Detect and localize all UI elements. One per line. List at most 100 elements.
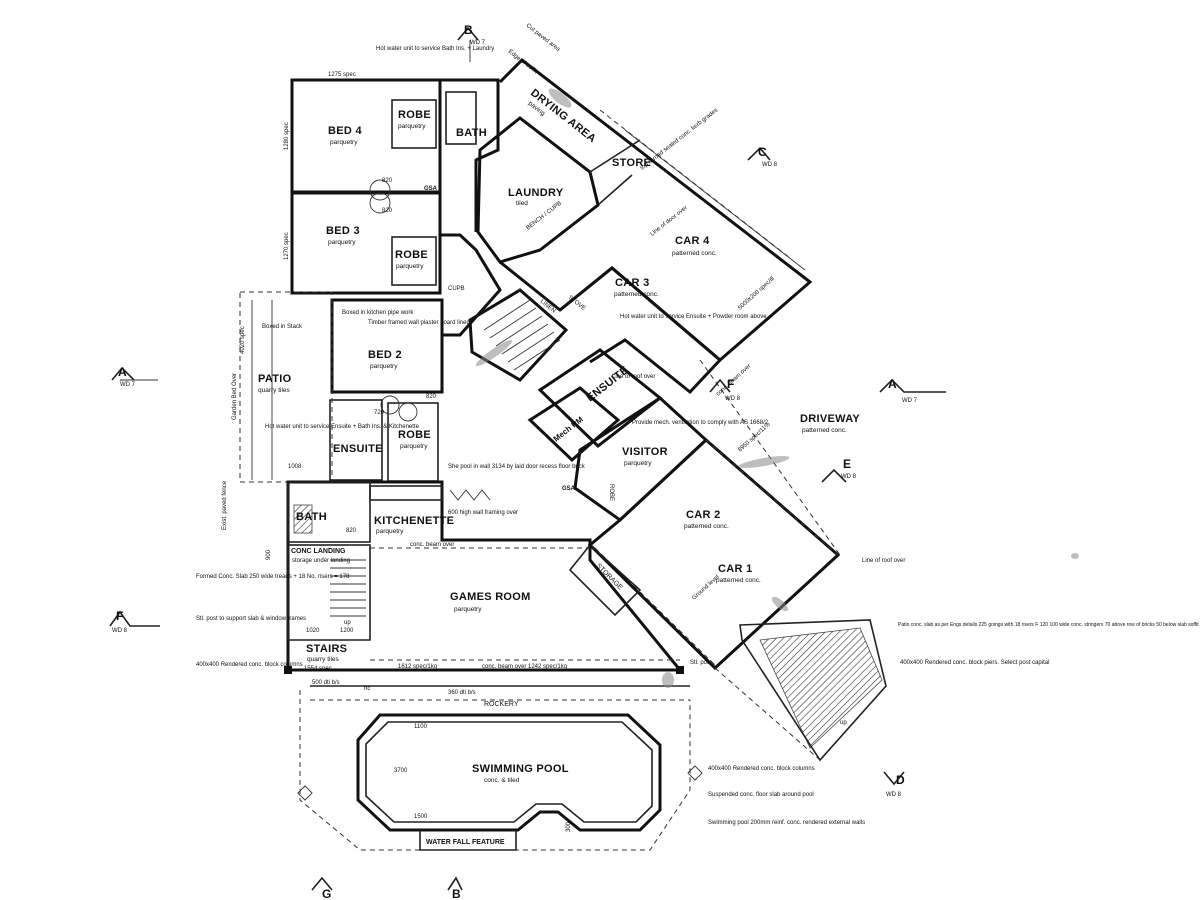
room-laundry-finish: tiled [516, 200, 528, 207]
room-car1: CAR 1 [718, 563, 753, 575]
room-bed3: BED 3 [326, 225, 360, 237]
note-line-roof: Line of roof over [862, 558, 905, 564]
room-drying: DRYING AREA [528, 87, 598, 145]
note-pool-spec: Swimming pool 200mm reinf. conc. rendere… [708, 820, 865, 826]
laundry-walls [476, 116, 600, 264]
note-cut-paved: Cut paved area [525, 23, 562, 53]
dim-rockery: 360 dti b/s [448, 690, 476, 696]
room-stairs: STAIRS [306, 643, 347, 655]
storage-walls [568, 543, 642, 617]
note-driveway: top & road sealed conc. kerb grades [640, 107, 720, 171]
room-driveway-finish: patterned conc. [802, 427, 847, 434]
dim-games1: 1612 spec/1kg [398, 664, 437, 670]
dim-bed4: 1280 spec [284, 122, 290, 150]
section-f-mid-ref: WD 8 [725, 396, 741, 402]
room-bed4-finish: parquetry [330, 139, 358, 146]
room-pool-finish: conc. & tiled [484, 777, 520, 784]
dim-820a: 820 [382, 178, 393, 184]
section-a-left-ref: WD 7 [120, 382, 136, 388]
dim-1020: 1020 [306, 628, 320, 634]
dim-820c: 820 [426, 394, 437, 400]
note-gas2: GSA [562, 486, 576, 492]
dim-bed3: 1270 spec [284, 232, 290, 260]
dim-pool2: 1500 [414, 814, 428, 820]
room-stove: STOVE [567, 295, 587, 312]
room-robe2: ROBE [395, 249, 428, 261]
note-conc-beam: conc. beam over [410, 542, 454, 548]
dim-up2: up [840, 720, 847, 726]
dim-hc: hc [364, 686, 370, 692]
note-conc-beam2: conc. beam over [482, 664, 526, 670]
room-car2: CAR 2 [686, 509, 721, 521]
room-patio: PATIO [258, 373, 292, 385]
note-columns-pool: 400x400 Rendered conc. block columns [708, 766, 815, 772]
room-games: GAMES ROOM [450, 591, 531, 603]
room-robe2-finish: parquetry [396, 263, 424, 270]
room-bed3-finish: parquetry [328, 239, 356, 246]
note-stair-spec: Patio conc. slab as per Engs details 225… [898, 622, 1199, 628]
room-mechrm: Mech RM [552, 415, 585, 444]
dim-top: 1275 spec [328, 72, 356, 78]
room-conc-landing: CONC LANDING [291, 548, 346, 555]
car3-walls [559, 266, 723, 395]
dim-up: up [344, 620, 351, 626]
note-ground-level: Ground level [691, 574, 720, 601]
note-stl-post: Stl. post [690, 660, 712, 666]
dim-car4: 5000x200 spec/ill [737, 276, 775, 311]
room-stairs-finish: quarry tiles [307, 656, 340, 663]
room-bench: BENCH / CUPB [526, 201, 563, 232]
dim-720: 720 [374, 410, 385, 416]
room-cupb: CUPB [448, 286, 465, 292]
note-columns-left: 400x400 Rendered conc. block columns [196, 662, 303, 668]
note-she-pool: She pool in wall 3134 by laid door reces… [448, 464, 586, 470]
room-car4: CAR 4 [675, 235, 710, 247]
section-markers [109, 26, 946, 891]
stair-hatch [759, 627, 883, 749]
section-e: E [843, 457, 851, 471]
note-hot-water-car3: Hot water unit to service Ensuite + Powd… [620, 314, 767, 320]
section-f-mid: F [727, 377, 734, 391]
dim-900: 900 [266, 549, 272, 560]
section-b-top-ref: WD 7 [470, 40, 486, 46]
dim-pool1: 1100 [414, 724, 428, 730]
section-f-left-ref: WD 8 [112, 628, 128, 634]
bath-lower-walls [287, 481, 371, 543]
room-pool: SWIMMING POOL [472, 763, 569, 775]
room-visitor-finish: parquetry [624, 460, 652, 467]
kitchenette-bench [369, 485, 443, 501]
room-ensuite-right: ENSUITE [584, 364, 631, 404]
room-linen: LINEN [539, 299, 557, 315]
note-gas: GSA [424, 186, 438, 192]
room-waterfall: WATER FALL FEATURE [426, 839, 505, 846]
note-high-wall: 600 high wall framing over [448, 510, 518, 516]
section-g: G [322, 887, 331, 900]
room-car3: CAR 3 [615, 277, 650, 289]
section-b-bottom: B [452, 887, 461, 900]
stair-well [468, 288, 569, 382]
room-ensuite-left: ENSUITE [333, 443, 383, 455]
room-store: STORE [612, 157, 651, 169]
note-boxed-kitchen: Boxed in kitchen pipe work [342, 310, 414, 316]
room-kitchenette-finish: parquetry [376, 528, 404, 535]
mechrm-walls [527, 386, 621, 463]
note-timber-framed: Timber framed wall plaster board lined [368, 320, 470, 326]
robe2-walls [391, 236, 437, 286]
note-hot-water-top: Hot water unit to service Bath Ins. + La… [376, 46, 494, 52]
note-cut-above: Line of door over [650, 205, 689, 237]
note-hot-water-patio: Hot water unit to service Ensuite + Bath… [265, 424, 420, 430]
section-f-left: F [116, 609, 123, 623]
dim-1200: 1200 [340, 628, 354, 634]
room-bath-upper: BATH [456, 127, 487, 139]
note-edge-soffit: Edge of soffit [507, 49, 538, 75]
bath-upper-walls [440, 78, 500, 232]
room-games-finish: parquetry [454, 606, 482, 613]
room-car4-finish: patterned conc. [672, 250, 717, 257]
room-laundry: LAUNDRY [508, 187, 564, 199]
bedroom-wing [239, 78, 502, 483]
note-existing-fence: Exist. paved fence [222, 480, 228, 530]
dim-pool3: 3700 [394, 768, 408, 774]
room-robe-v: ROBE [608, 484, 614, 501]
dim-car: 8950 spec/11% [737, 421, 772, 453]
